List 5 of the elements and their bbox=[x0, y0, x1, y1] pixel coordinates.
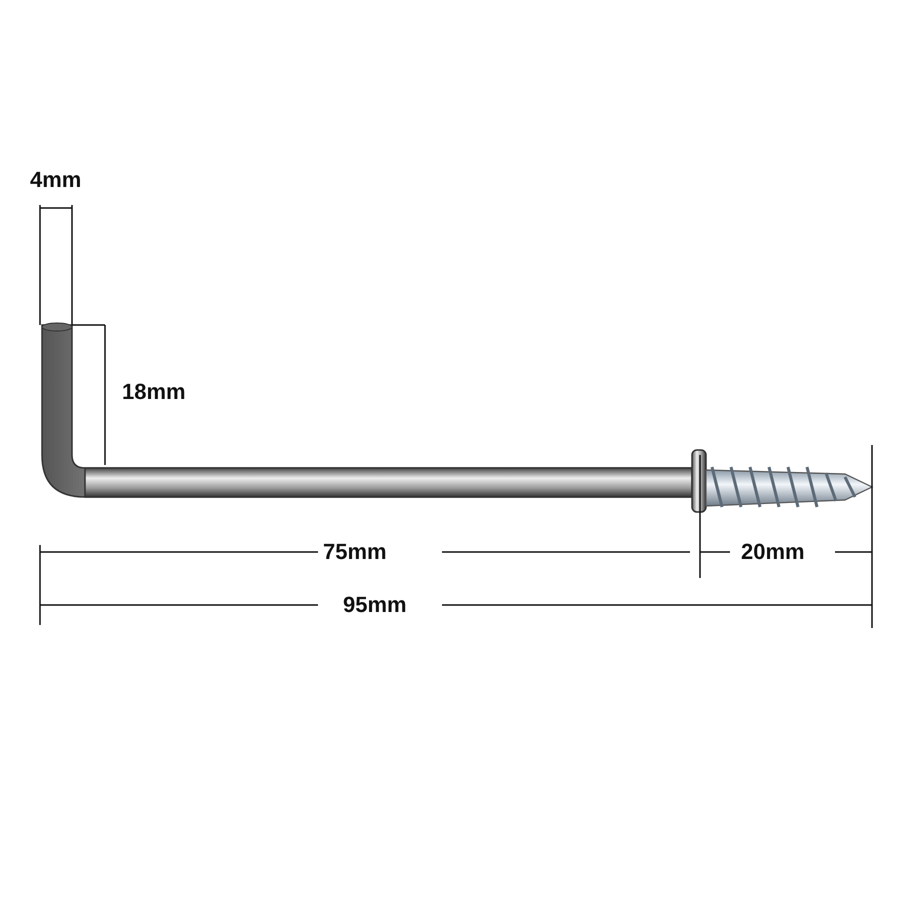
dimension-label: 4mm bbox=[30, 168, 82, 192]
dimension-label: 18mm bbox=[122, 380, 186, 404]
dimension-label: 75mm bbox=[323, 540, 387, 564]
dimension-label: 95mm bbox=[343, 593, 407, 617]
dimension-label: 20mm bbox=[741, 540, 805, 564]
